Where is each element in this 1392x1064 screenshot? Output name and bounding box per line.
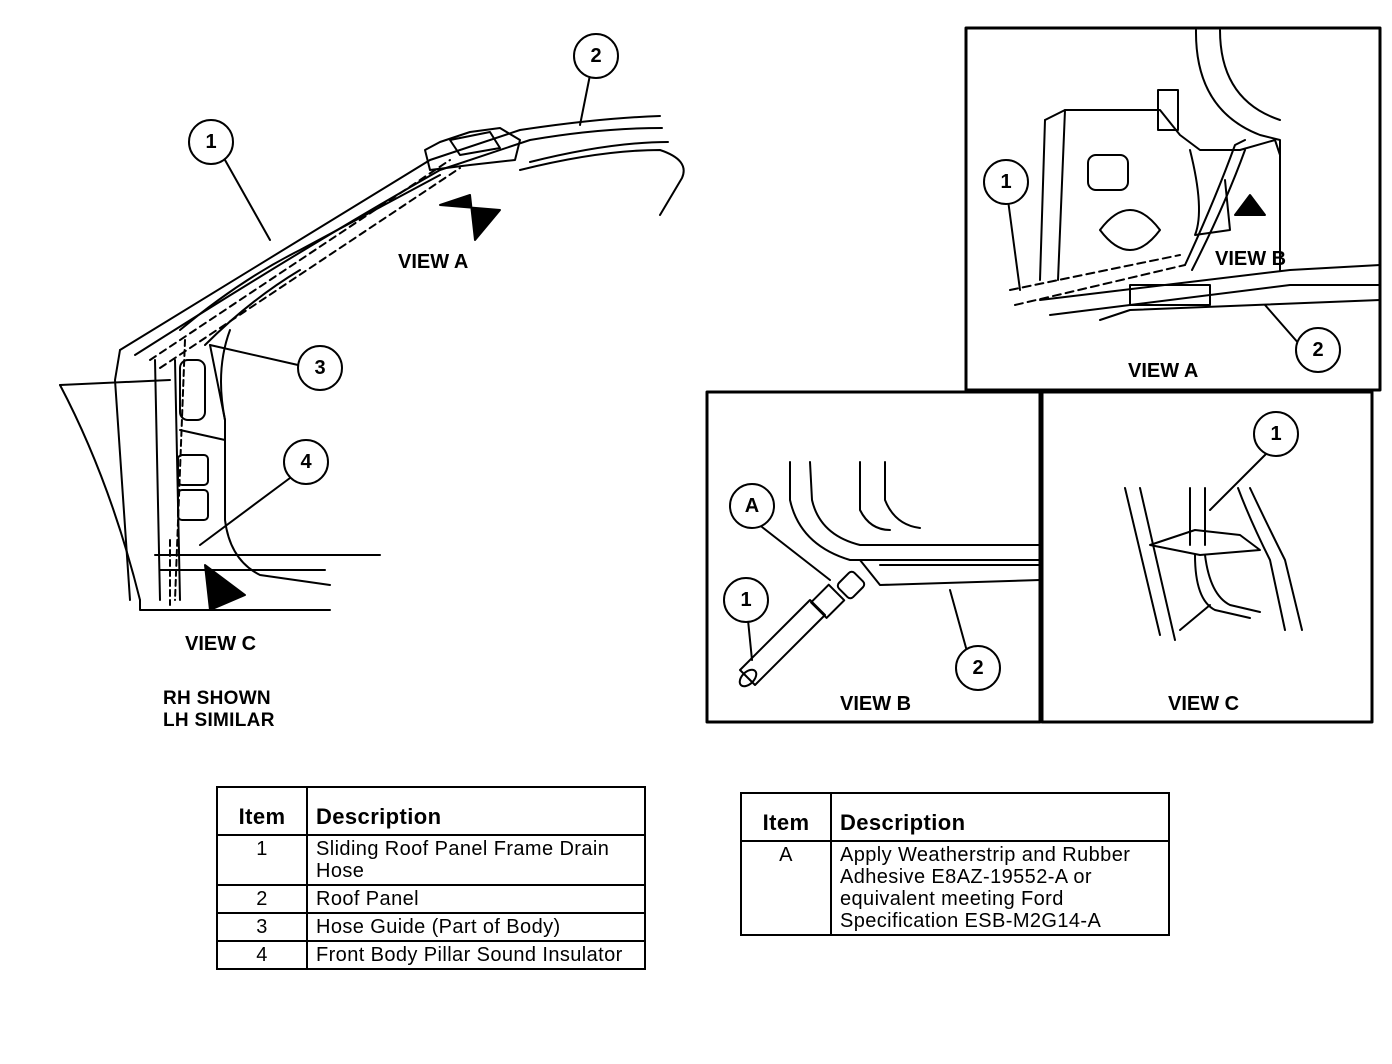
view-b-leader-a <box>761 526 831 581</box>
leader-4 <box>199 477 291 546</box>
items-col-item: Item <box>216 786 308 836</box>
table-row: A Apply Weatherstrip and Rubber Adhesive… <box>740 840 1170 936</box>
view-a-leader-2 <box>1264 304 1301 346</box>
adhesive-item: A <box>740 840 832 936</box>
view-a-callout-1: 1 <box>1000 171 1011 193</box>
table-row: 4 Front Body Pillar Sound Insulator <box>216 940 646 970</box>
view-b-leader-2 <box>949 589 969 656</box>
items-table-header: Item Description <box>216 786 646 836</box>
view-b-callout-a: A <box>745 495 759 517</box>
item-description: Sliding Roof Panel Frame Drain Hose <box>306 834 646 886</box>
orientation-note-line1: RH SHOWN <box>163 688 271 709</box>
view-a-label-view-b: VIEW B <box>1215 248 1286 270</box>
adhesive-col-description: Description <box>830 792 1170 842</box>
table-row: 1 Sliding Roof Panel Frame Drain Hose <box>216 834 646 886</box>
orientation-note-line2: LH SIMILAR <box>163 710 275 731</box>
item-description: Roof Panel <box>306 884 646 914</box>
items-col-description: Description <box>306 786 646 836</box>
view-a-box-label: VIEW A <box>1128 360 1198 382</box>
adhesive-table-header: Item Description <box>740 792 1170 842</box>
adhesive-table: Item Description A Apply Weatherstrip an… <box>740 792 1170 936</box>
leader-2 <box>579 74 591 126</box>
view-b-frame <box>705 390 1042 724</box>
view-b-leader-1 <box>747 619 753 661</box>
adhesive-col-item: Item <box>740 792 832 842</box>
view-b-detail <box>738 461 1041 688</box>
main-body-view <box>59 115 685 611</box>
orientation-note: RH SHOWN LH SIMILAR <box>163 688 275 732</box>
callout-1: 1 <box>205 131 216 153</box>
callout-3: 3 <box>314 357 325 379</box>
label-view-a: VIEW A <box>398 251 468 273</box>
item-description: Front Body Pillar Sound Insulator <box>306 940 646 970</box>
item-number: 3 <box>216 912 308 942</box>
view-b-callout-1: 1 <box>740 589 751 611</box>
view-c-frame <box>1040 390 1374 724</box>
table-row: 2 Roof Panel <box>216 884 646 914</box>
view-a-frame <box>964 26 1382 392</box>
items-table: Item Description 1 Sliding Roof Panel Fr… <box>216 786 646 970</box>
view-c-callout-1: 1 <box>1270 423 1281 445</box>
item-number: 4 <box>216 940 308 970</box>
table-row: 3 Hose Guide (Part of Body) <box>216 912 646 942</box>
item-number: 1 <box>216 834 308 886</box>
leader-3 <box>209 344 299 366</box>
callout-4: 4 <box>300 451 312 473</box>
item-number: 2 <box>216 884 308 914</box>
view-b-callout-2: 2 <box>972 657 983 679</box>
view-c-leader-1 <box>1209 449 1271 511</box>
leader-1 <box>224 159 271 241</box>
view-c-box-label: VIEW C <box>1168 693 1239 715</box>
view-a-detail <box>1009 29 1381 321</box>
view-b-box-label: VIEW B <box>840 693 911 715</box>
adhesive-description: Apply Weatherstrip and Rubber Adhesive E… <box>830 840 1170 936</box>
item-description: Hose Guide (Part of Body) <box>306 912 646 942</box>
view-a-callout-2: 2 <box>1312 339 1323 361</box>
label-view-c: VIEW C <box>185 633 256 655</box>
callout-2: 2 <box>590 45 601 67</box>
view-c-detail <box>1124 487 1303 641</box>
view-a-leader-1 <box>1007 199 1021 291</box>
